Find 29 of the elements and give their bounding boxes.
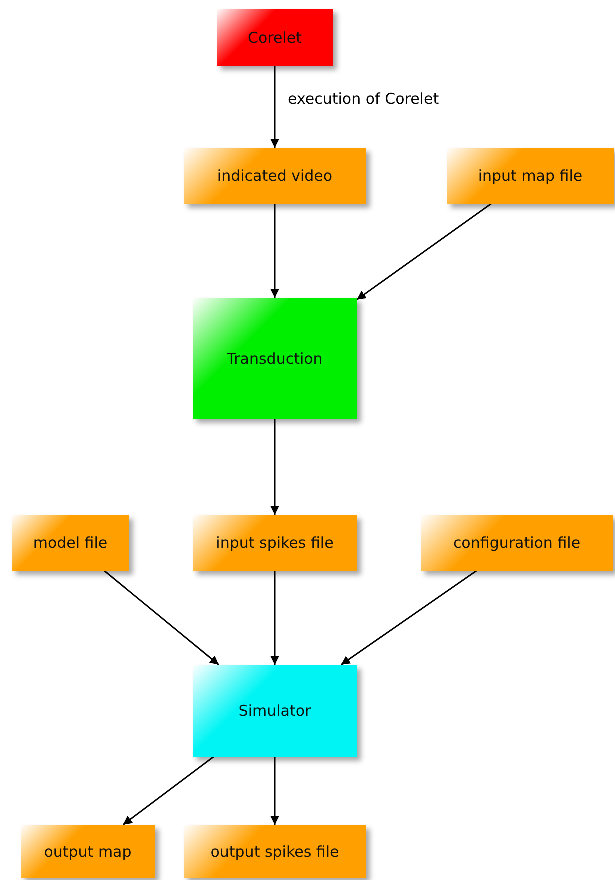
box-label: Simulator	[238, 702, 312, 720]
arrow	[104, 570, 220, 666]
arrow	[270, 571, 280, 665]
process-box	[12, 515, 129, 571]
process-box	[184, 825, 366, 878]
process-box	[184, 148, 366, 204]
arrow	[270, 757, 280, 825]
arrow	[270, 419, 280, 515]
box-label: configuration file	[453, 534, 581, 552]
arrow	[270, 66, 280, 148]
process-box	[193, 298, 357, 419]
box-label: Corelet	[248, 28, 302, 46]
arrow	[356, 203, 492, 301]
process-box	[193, 515, 357, 571]
box-label: indicated video	[217, 167, 333, 185]
process-box	[421, 515, 613, 571]
process-box	[217, 9, 333, 66]
box-label: output map	[44, 842, 132, 860]
box-label: model file	[33, 534, 108, 552]
process-box	[21, 825, 155, 878]
box-label: output spikes file	[210, 842, 340, 860]
arrow	[340, 570, 478, 666]
arrow	[270, 204, 280, 298]
process-box	[193, 665, 357, 757]
arrow	[122, 756, 214, 826]
box-label: input map file	[478, 167, 583, 185]
box-label: input spikes file	[216, 534, 334, 552]
process-box	[447, 148, 614, 204]
box-label: Transduction	[227, 350, 323, 368]
